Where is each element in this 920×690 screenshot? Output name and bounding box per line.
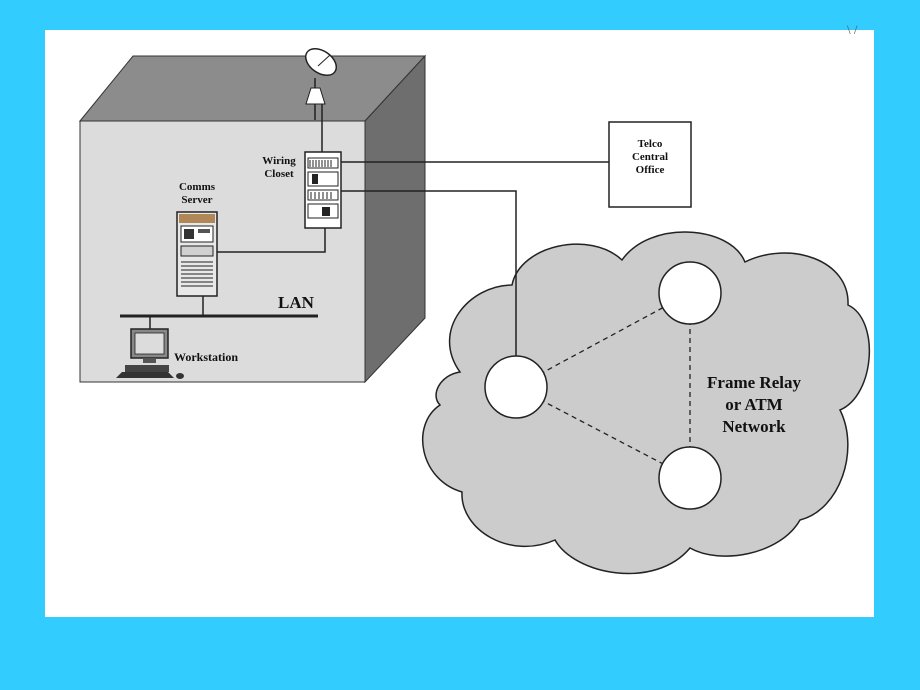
server-to-closet-link [217,228,326,253]
mesh-link-1 [515,292,691,388]
lan-label: LAN [278,293,314,312]
workstation-icon [116,328,184,379]
telco-label: Telco Central Office [631,138,669,176]
network-node-3 [658,446,722,510]
wiring-closet-label: Wiring Closet [262,155,296,180]
network-node-2 [658,261,722,325]
network-label: Frame Relay or ATM Network [707,373,801,436]
mesh-link-2 [515,386,691,479]
network-node-1 [484,355,548,419]
satellite-dish-icon [304,47,338,120]
telco-box [608,121,692,208]
comms-server-label: Comms Server [178,181,216,206]
closet-to-network-link [341,190,517,356]
network-cloud [422,231,871,575]
server-icon [176,211,218,297]
workstation-label: Workstation [174,350,239,364]
corner-mark: \ / [847,22,858,37]
wiring-rack-icon [304,151,342,229]
building-top [78,55,427,122]
